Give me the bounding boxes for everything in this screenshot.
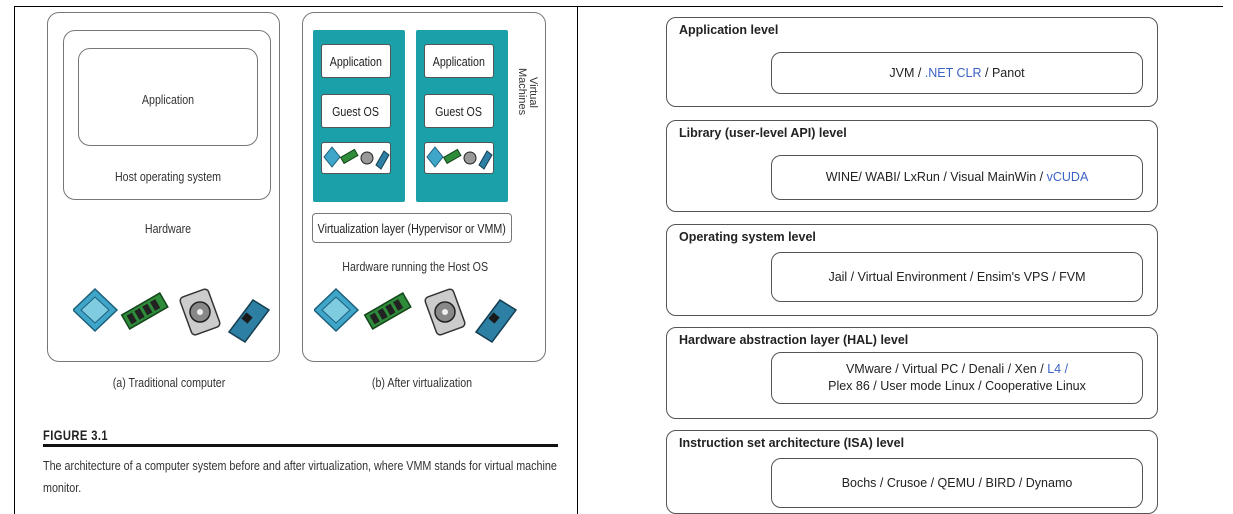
memory-module-icon <box>120 292 169 330</box>
cpu-chip-icon <box>426 146 444 168</box>
network-card-icon <box>227 298 271 344</box>
virtualization-layer-label: Virtualization layer (Hypervisor or VMM) <box>317 220 507 236</box>
level-examples-line1: WINE/ WABI/ LxRun / Visual MainWin / vCU… <box>825 170 1089 184</box>
memory-module-icon <box>363 292 412 330</box>
level-examples-box: JVM / .NET CLR / Panot <box>771 52 1143 94</box>
table-middle-border <box>577 6 578 514</box>
application-label: Application <box>141 92 195 107</box>
network-card-icon <box>478 150 493 170</box>
level-title: Library (user-level API) level <box>679 126 847 140</box>
cpu-chip-icon <box>73 287 119 333</box>
hardware-icons-a <box>73 287 271 344</box>
host-os-label: Host operating system <box>114 169 222 184</box>
level-title: Application level <box>679 23 779 37</box>
vm2-guest-os-box: Guest OS <box>424 94 494 128</box>
vm1-virtual-hardware <box>321 142 391 174</box>
virtual-machines-label-part: Machines <box>516 68 528 116</box>
vm1-guest-os-box: Guest OS <box>321 94 391 128</box>
table-top-border <box>14 6 1223 7</box>
figure-caption-line1: The architecture of a computer system be… <box>43 459 557 473</box>
memory-module-icon <box>339 148 359 165</box>
level-examples-line2: Plex 86 / User mode Linux / Cooperative … <box>828 379 1086 393</box>
figure-title: FIGURE 3.1 <box>43 427 108 443</box>
vm1-application-box: Application <box>321 44 391 78</box>
figure-caption-line2: monitor. <box>43 481 82 495</box>
virtualization-layer-box: Virtualization layer (Hypervisor or VMM) <box>312 213 512 243</box>
level-examples-line1: JVM / .NET CLR / Panot <box>889 65 1025 80</box>
figure-title-rule <box>43 444 558 447</box>
level-examples-box: Bochs / Crusoe / QEMU / BIRD / Dynamo <box>771 458 1143 508</box>
vm2-virtual-hardware <box>424 142 494 174</box>
level-examples-box: VMware / Virtual PC / Denali / Xen / L4 … <box>771 352 1143 404</box>
hard-disk-icon <box>179 288 221 336</box>
network-card-icon <box>474 298 518 344</box>
vm2-application-box: Application <box>424 44 494 78</box>
cpu-chip-icon <box>314 287 360 333</box>
level-examples-line1: Jail / Virtual Environment / Ensim's VPS… <box>828 269 1086 284</box>
level-title: Operating system level <box>679 230 816 244</box>
vm1-application-label: Application <box>329 53 383 69</box>
hard-disk-icon <box>424 288 466 336</box>
network-card-icon <box>375 150 390 170</box>
level-examples-box: Jail / Virtual Environment / Ensim's VPS… <box>771 252 1143 302</box>
memory-module-icon <box>442 148 462 165</box>
virtual-machine-1: Application Guest OS <box>313 30 405 202</box>
vm2-application-label: Application <box>432 53 486 69</box>
hardware-icons-b <box>314 287 518 344</box>
level-examples-box: WINE/ WABI/ LxRun / Visual MainWin / vCU… <box>771 155 1143 200</box>
hard-disk-icon <box>360 151 374 165</box>
cpu-chip-icon <box>323 146 341 168</box>
level-title: Instruction set architecture (ISA) level <box>679 436 905 450</box>
hard-disk-icon <box>463 151 477 165</box>
table-left-border <box>14 6 15 514</box>
virtual-machines-label-part: Virtual <box>527 76 539 108</box>
vm1-guest-os-label: Guest OS <box>332 103 380 119</box>
vm2-guest-os-label: Guest OS <box>435 103 483 119</box>
level-examples-line1: VMware / Virtual PC / Denali / Xen / L4 … <box>845 362 1069 376</box>
hardware-label: Hardware <box>144 221 192 236</box>
caption-virtualized: (b) After virtualization <box>371 375 473 390</box>
level-title: Hardware abstraction layer (HAL) level <box>679 333 909 347</box>
caption-traditional: (a) Traditional computer <box>112 375 226 390</box>
virtual-machine-2: Application Guest OS <box>416 30 508 202</box>
application-box <box>78 48 258 146</box>
hardware-host-label: Hardware running the Host OS <box>342 259 489 274</box>
level-examples-line1: Bochs / Crusoe / QEMU / BIRD / Dynamo <box>841 475 1073 490</box>
